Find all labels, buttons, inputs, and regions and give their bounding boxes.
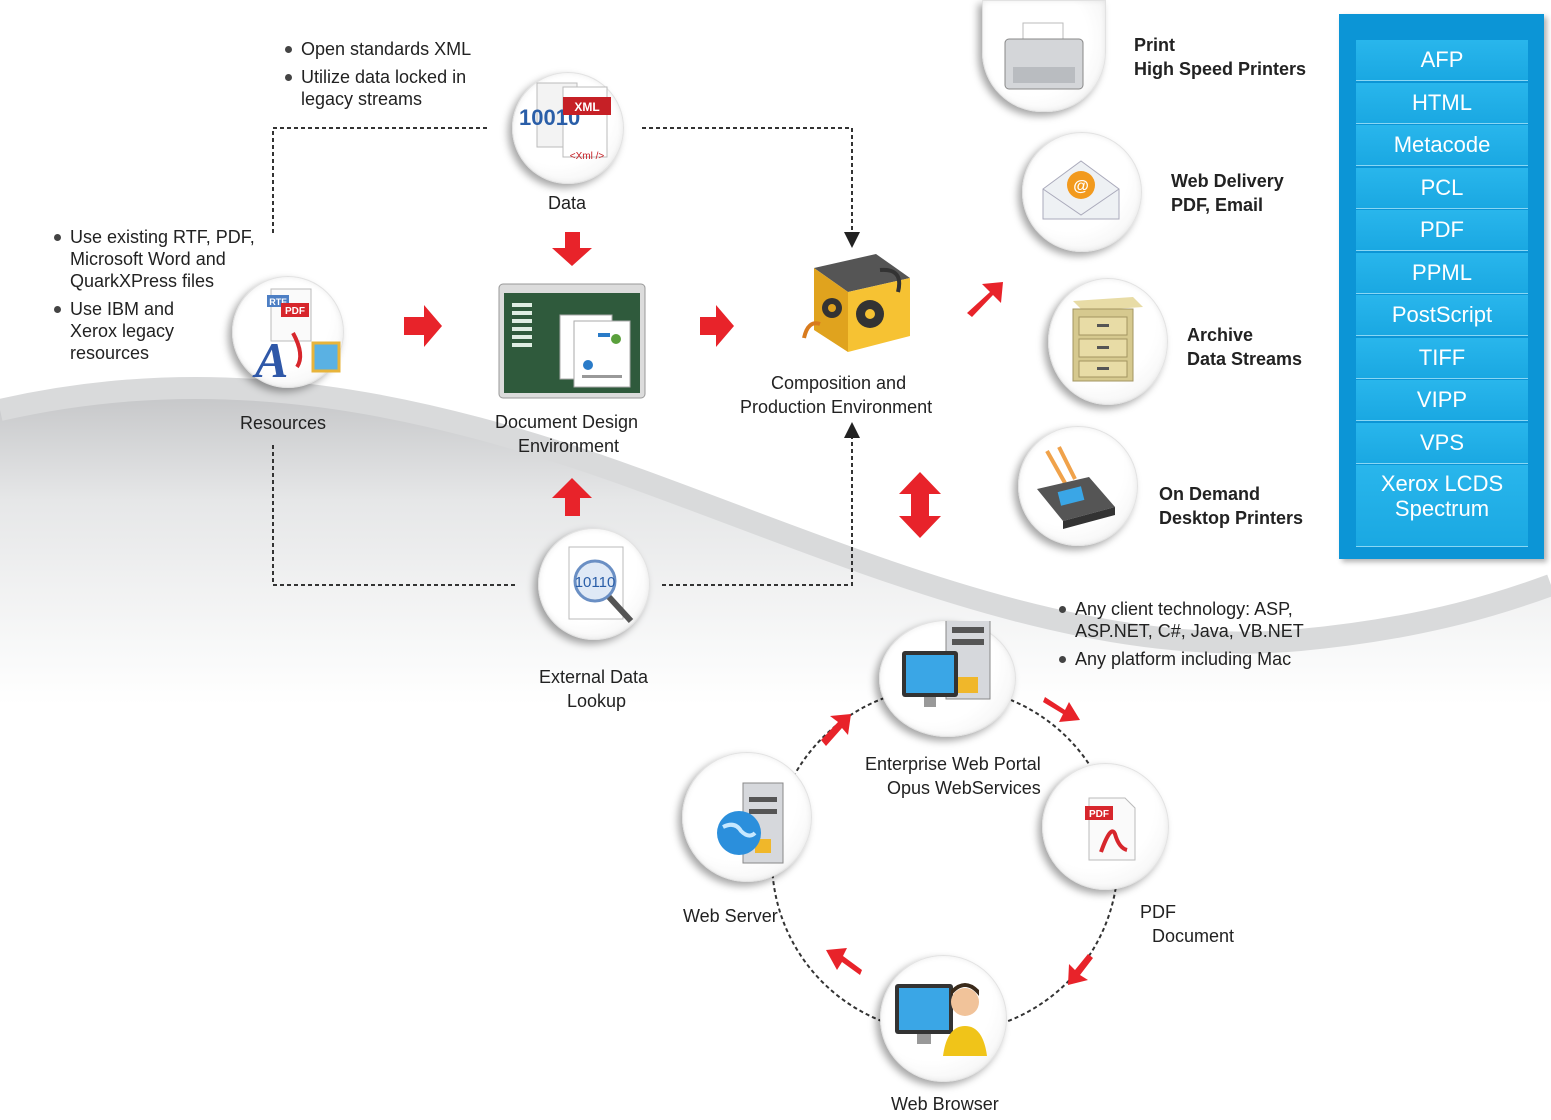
- format-item-vipp: VIPP: [1356, 380, 1528, 421]
- portal-label-line1: Enterprise Web Portal: [865, 754, 1041, 774]
- composition-gears-icon: [802, 254, 910, 352]
- svg-text:@: @: [1073, 178, 1089, 195]
- web-server-node[interactable]: [682, 752, 812, 882]
- lookup-node[interactable]: 10110: [538, 528, 650, 640]
- resources-node[interactable]: RTF PDF A: [232, 276, 344, 388]
- portal-bullet-item: Any platform including Mac: [1057, 648, 1337, 670]
- arrow-browser-to-server: [826, 948, 862, 975]
- pdf-badge: [281, 303, 309, 317]
- pdf-label-line2: Document: [1152, 926, 1235, 946]
- xml-badge: [563, 97, 611, 115]
- portal-bullets: Any client technology: ASP, ASP.NET, C#,…: [1057, 598, 1337, 676]
- resources-bullet-item: Use existing RTF, PDF, Microsoft Word an…: [52, 226, 274, 292]
- design-label-line2: Environment: [518, 436, 620, 456]
- arrow-design-to-composition: [700, 305, 734, 347]
- dotted-link-data-right: [642, 127, 860, 248]
- arrow-pdf-to-browser: [1068, 954, 1093, 985]
- on-demand-node[interactable]: [1018, 426, 1138, 546]
- on-demand-label-line1: On Demand: [1159, 484, 1261, 504]
- rtf-badge-text: RTF: [269, 297, 287, 307]
- high-speed-printer-icon: [1004, 22, 1084, 90]
- web-delivery-node[interactable]: @: [1022, 132, 1142, 252]
- format-item-afp: AFP: [1356, 40, 1528, 81]
- pdf-doc-badge-text: PDF: [1089, 809, 1109, 820]
- lookup-binary-text: 10110: [575, 574, 616, 591]
- pdf-node[interactable]: PDF: [1042, 763, 1169, 890]
- xml-badge-text: XML: [574, 100, 599, 114]
- design-environment-icon: [498, 283, 646, 399]
- arrow-data-to-design: [552, 232, 592, 266]
- format-item-xerox-lcds: Xerox LCDS Spectrum: [1356, 465, 1528, 547]
- portal-bullet-item: Any client technology: ASP, ASP.NET, C#,…: [1057, 598, 1337, 642]
- archive-label-line2: Data Streams: [1187, 349, 1303, 369]
- web-server-label: Web Server: [683, 906, 778, 926]
- data-node[interactable]: 10010 XML <Xml />: [512, 72, 624, 184]
- format-item-pdf: PDF: [1356, 210, 1528, 251]
- portal-node[interactable]: [879, 620, 1016, 737]
- on-demand-label-line2: Desktop Printers: [1159, 508, 1304, 528]
- web-browser-node[interactable]: [880, 955, 1007, 1082]
- format-item-pcl: PCL: [1356, 167, 1528, 209]
- resources-bullet-item: Use IBM and Xerox legacy resources: [52, 298, 200, 364]
- archive-node[interactable]: [1048, 278, 1168, 405]
- data-lookup-icon: 10110: [568, 546, 634, 624]
- pdf-document-icon: PDF: [1085, 797, 1136, 861]
- resources-bullets: Use existing RTF, PDF, Microsoft Word an…: [52, 226, 274, 370]
- design-label-line1: Document Design: [495, 412, 639, 432]
- web-browser-user-icon: [895, 983, 987, 1056]
- arrow-lookup-to-design: [552, 478, 592, 516]
- resources-icon: RTF PDF A: [252, 288, 341, 387]
- dotted-link-lookup-right: [662, 422, 860, 586]
- lookup-label-line2: Lookup: [567, 691, 627, 711]
- print-node[interactable]: [982, 0, 1106, 112]
- print-label-line1: Print: [1134, 35, 1176, 55]
- arrow-bidirectional-composition-portal: [899, 472, 941, 538]
- arrow-server-to-portal: [821, 714, 851, 746]
- format-item-vps: VPS: [1356, 422, 1528, 464]
- output-formats-panel: AFP HTML Metacode PCL PDF PPML PostScrip…: [1339, 14, 1544, 559]
- data-bullet-item: Open standards XML: [283, 38, 498, 60]
- desktop-printer-icon: [1037, 446, 1115, 529]
- dotted-link-data-left: [272, 127, 487, 235]
- image-icon: [311, 341, 341, 373]
- web-browser-label: Web Browser: [891, 1094, 999, 1114]
- email-envelope-icon: @: [1042, 160, 1120, 220]
- xml-tag-text: <Xml />: [570, 151, 605, 162]
- archive-cabinet-icon: [1072, 297, 1143, 382]
- xml-document-icon: 10010 XML <Xml />: [519, 82, 611, 162]
- arrow-composition-to-outputs: [967, 282, 1003, 317]
- composition-label-line1: Composition and: [771, 373, 907, 393]
- format-item-html: HTML: [1356, 82, 1528, 124]
- arrow-portal-to-pdf: [1043, 697, 1080, 722]
- resources-label: Resources: [240, 413, 327, 433]
- pdf-label-line1: PDF: [1140, 902, 1176, 922]
- portal-label-line2: Opus WebServices: [887, 778, 1041, 798]
- data-bullets: Open standards XML Utilize data locked i…: [283, 38, 498, 116]
- format-item-postscript: PostScript: [1356, 295, 1528, 336]
- archive-label-line1: Archive: [1187, 325, 1254, 345]
- format-item-metacode: Metacode: [1356, 125, 1528, 166]
- lookup-label-line1: External Data: [539, 667, 649, 687]
- data-label: Data: [548, 193, 587, 213]
- pdf-badge-text: PDF: [285, 306, 305, 317]
- web-server-icon: [717, 782, 784, 864]
- format-item-tiff: TIFF: [1356, 337, 1528, 379]
- web-portal-server-icon: [902, 621, 991, 707]
- arrow-resources-to-design: [404, 305, 442, 347]
- web-delivery-label-line2: PDF, Email: [1171, 195, 1264, 215]
- format-item-ppml: PPML: [1356, 252, 1528, 294]
- dotted-link-lookup-left: [272, 445, 518, 586]
- font-glyph-icon: A: [252, 332, 288, 387]
- composition-label-line2: Production Environment: [740, 397, 933, 417]
- print-label-line2: High Speed Printers: [1134, 59, 1307, 79]
- web-delivery-label-line1: Web Delivery: [1171, 171, 1284, 191]
- data-bullet-item: Utilize data locked in legacy streams: [283, 66, 498, 110]
